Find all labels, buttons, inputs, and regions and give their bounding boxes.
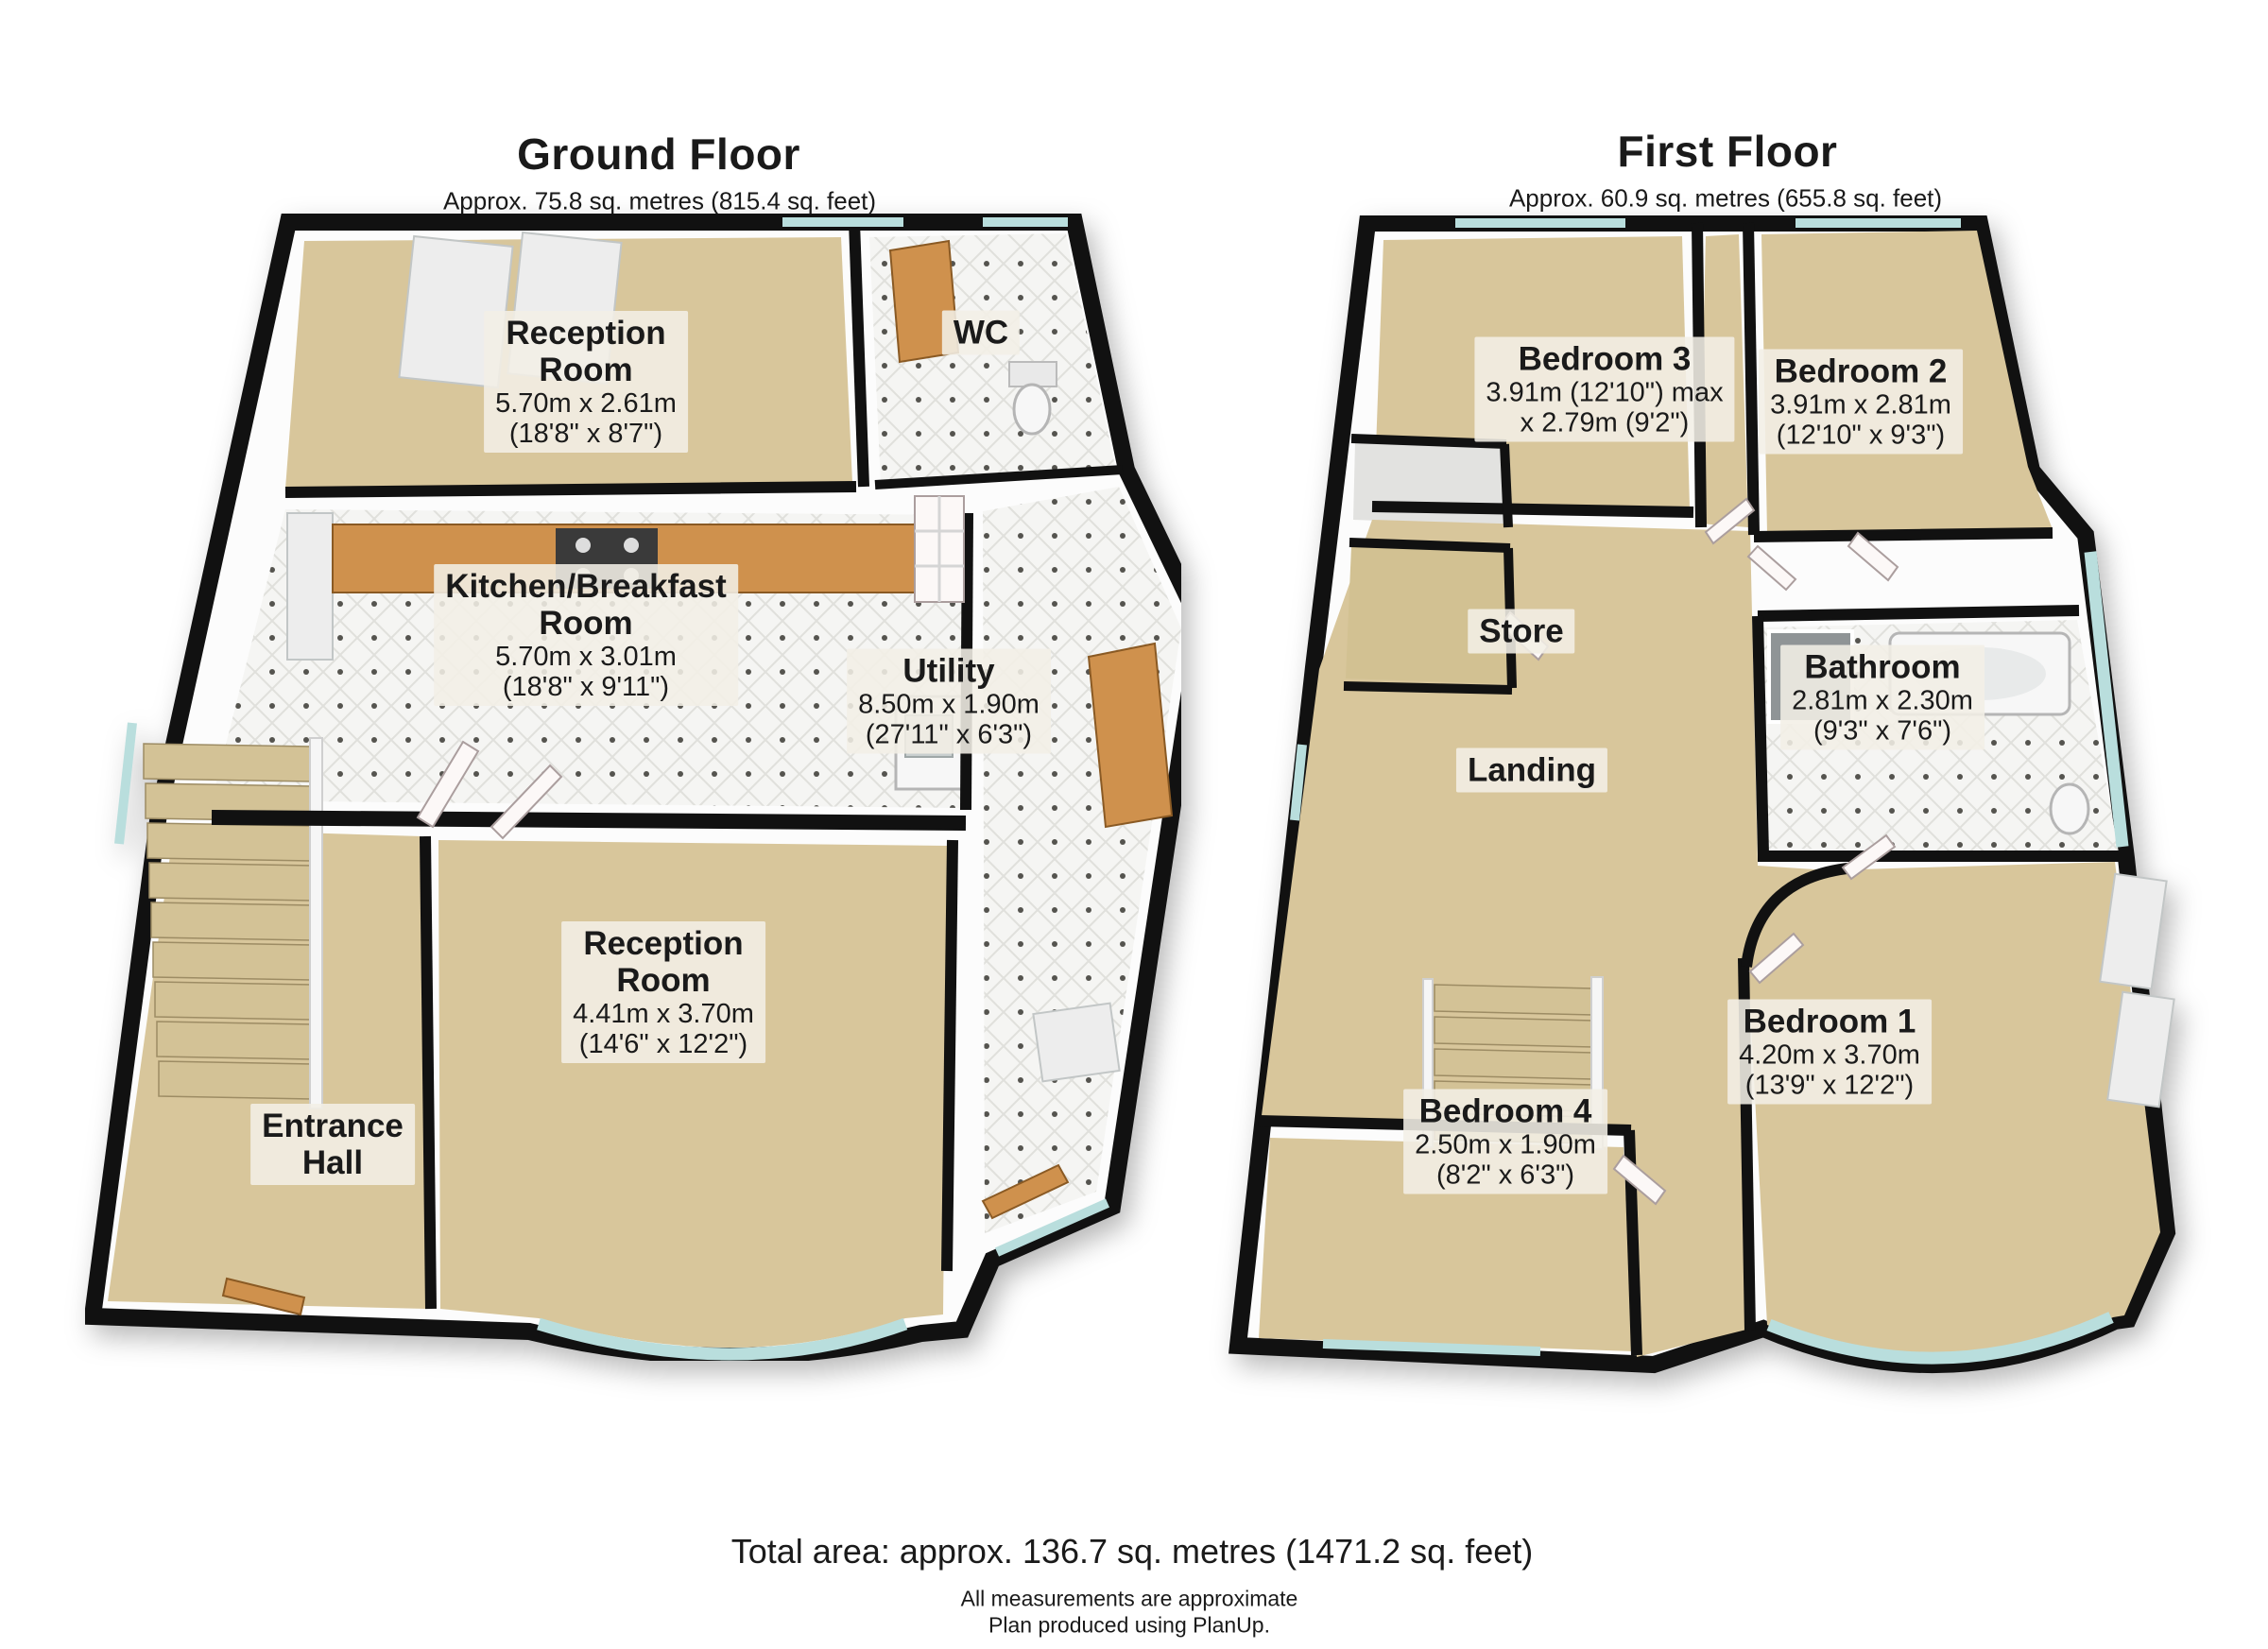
room-dims-imperial: (18'8" x 9'11") [502, 672, 670, 702]
room-label-wc: WC [941, 310, 1021, 355]
room-label-landing: Landing [1455, 747, 1608, 793]
measurements-note: All measurements are approximate [960, 1586, 1298, 1611]
landing-floor [1261, 520, 1843, 1357]
ground-floor-title: Ground Floor [517, 129, 800, 179]
room-label-store: Store [1468, 609, 1575, 654]
room-dims-imperial: (13'9" x 12'2") [1744, 1070, 1915, 1101]
room-label-entrance-hall: Entrance Hall [250, 1104, 415, 1185]
room-name: Entrance Hall [262, 1108, 404, 1181]
room-dims-imperial: (27'11" x 6'3") [865, 719, 1033, 750]
ground-floor-plan [85, 214, 1181, 1361]
room-dims-metric: 4.41m x 3.70m [573, 999, 754, 1029]
room-dims-imperial: (9'3" x 7'6") [1813, 715, 1952, 747]
interior-walls [1258, 222, 2122, 1356]
room-dims-metric: 4.20m x 3.70m [1739, 1039, 1920, 1071]
room-dims-metric: 5.70m x 3.01m [495, 642, 677, 672]
bedroom-1-wardrobes [2099, 872, 2175, 1108]
bedroom-1-floor [1748, 862, 2160, 1360]
room-label-bedroom-4: Bedroom 4 2.50m x 1.90m (8'2" x 6'3") [1403, 1089, 1607, 1194]
bathroom-window [2084, 551, 2129, 848]
room-dims-metric: 8.50m x 1.90m [858, 689, 1040, 720]
room-dims-imperial: (18'8" x 8'7") [508, 419, 663, 449]
room-dims-imperial: (14'6" x 12'2") [578, 1029, 748, 1059]
back-door [981, 1163, 1070, 1220]
room-name: Bedroom 4 [1418, 1092, 1592, 1130]
room-dims-imperial: x 2.79m (9'2") [1520, 407, 1690, 438]
windows [1290, 218, 2129, 1365]
bay-window [537, 1317, 908, 1361]
doors [1499, 497, 1899, 1206]
ground-floor-subtitle: Approx. 75.8 sq. metres (815.4 sq. feet) [442, 186, 877, 215]
room-dims-imperial: (12'10" x 9'3") [1776, 420, 1946, 451]
bay-window [1766, 1312, 2114, 1365]
room-name: Bathroom [1804, 648, 1961, 686]
produced-by-note: Plan produced using PlanUp. [988, 1612, 1270, 1638]
room-label-bathroom: Bathroom 2.81m x 2.30m (9'3" x 7'6") [1780, 644, 1984, 750]
room-name: Bedroom 1 [1743, 1003, 1916, 1040]
room-label-utility: Utility 8.50m x 1.90m (27'11" x 6'3") [847, 648, 1051, 754]
room-name: Reception Room [583, 925, 744, 999]
toilet [2049, 782, 2090, 835]
room-dims-metric: 3.91m x 2.81m [1770, 389, 1951, 421]
room-dims-metric: 2.50m x 1.90m [1415, 1129, 1596, 1160]
utility-units [1032, 642, 1174, 1083]
total-area-text: Total area: approx. 136.7 sq. metres (14… [730, 1532, 1534, 1571]
front-door [221, 1277, 306, 1316]
toilet [1012, 383, 1052, 436]
room-label-bedroom-2: Bedroom 2 3.91m x 2.81m (12'10" x 9'3") [1759, 349, 1963, 455]
room-label-bedroom-3: Bedroom 3 3.91m (12'10") max x 2.79m (9'… [1474, 336, 1735, 442]
room-name: Landing [1467, 751, 1597, 789]
room-name: Kitchen/Breakfast Room [445, 568, 727, 642]
room-label-reception-room-1: Reception Room 5.70m x 2.61m (18'8" x 8'… [484, 311, 688, 453]
reception-room-2-floor [438, 840, 948, 1348]
doors [221, 495, 1070, 1316]
staircase [143, 737, 323, 1109]
interior-walls [211, 221, 1124, 1310]
room-name: Store [1479, 612, 1564, 650]
room-dims-imperial: (8'2" x 6'3") [1435, 1159, 1575, 1191]
room-dims-metric: 5.70m x 2.61m [495, 388, 677, 419]
windows [114, 217, 1110, 1361]
first-floor-title: First Floor [1617, 127, 1838, 176]
first-floor-subtitle: Approx. 60.9 sq. metres (655.8 sq. feet) [1508, 183, 1943, 213]
wc-fixtures [888, 239, 1057, 436]
room-name: Bedroom 3 [1518, 340, 1692, 378]
room-name: Reception Room [506, 315, 666, 388]
room-label-kitchen: Kitchen/Breakfast Room 5.70m x 3.01m (18… [434, 564, 738, 706]
room-label-bedroom-1: Bedroom 1 4.20m x 3.70m (13'9" x 12'2") [1727, 999, 1932, 1105]
room-name: WC [953, 314, 1009, 352]
washer [1032, 1002, 1121, 1083]
room-label-reception-room-2: Reception Room 4.41m x 3.70m (14'6" x 12… [561, 921, 765, 1063]
room-dims-metric: 2.81m x 2.30m [1792, 685, 1973, 716]
room-dims-metric: 3.91m (12'10") max [1486, 377, 1724, 408]
room-name: Utility [902, 652, 995, 690]
room-name: Bedroom 2 [1774, 352, 1948, 390]
